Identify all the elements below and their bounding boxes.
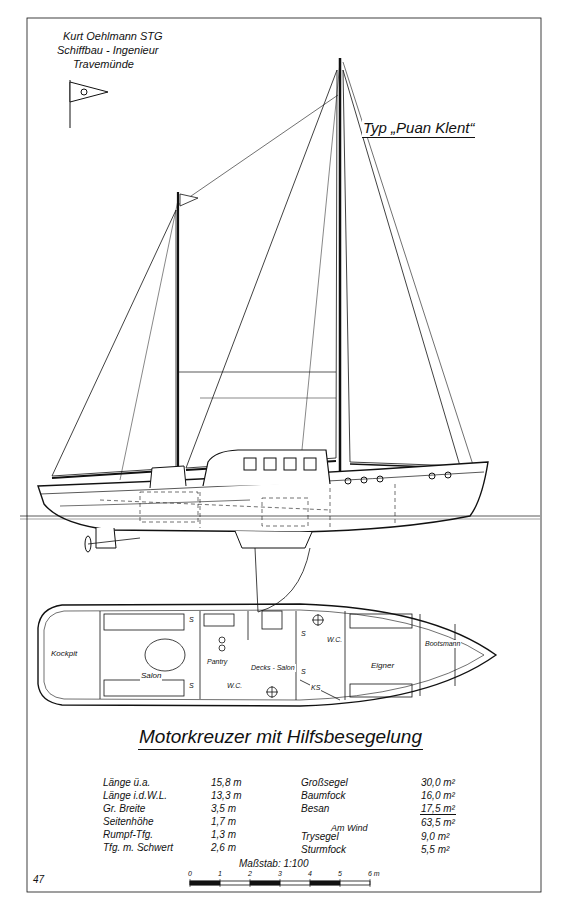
room-name: KS <box>310 684 321 692</box>
page-number: 47 <box>32 874 45 885</box>
room-name: Pantry <box>206 658 228 666</box>
designer-title: Schiffbau - Ingenieur <box>56 44 160 56</box>
spec-value: 15,8 m <box>210 777 243 788</box>
sail-name: Trysegel <box>300 831 340 842</box>
spec-value: 3,5 m <box>210 803 237 814</box>
room-name: W.C. <box>226 682 243 690</box>
spec-name: Länge i.d.W.L. <box>102 790 168 801</box>
spec-name: Seitenhöhe <box>102 816 155 827</box>
scale-number: 3 <box>277 870 283 878</box>
scale-number: 2 <box>247 870 253 878</box>
room-name: Bootsmann <box>424 640 461 648</box>
sail-area: 16,0 m² <box>420 790 456 801</box>
room-name: W.C. <box>326 636 343 644</box>
sail-name: Sturmfock <box>300 844 347 855</box>
sail-area: 17,5 m² <box>420 803 456 815</box>
spec-name: Länge ü.a. <box>102 777 151 788</box>
sail-area: 30,0 m² <box>420 777 456 788</box>
spec-name: Rumpf-Tfg. <box>102 829 154 840</box>
type-name: Typ „Puan Klent“ <box>362 120 475 138</box>
drawing-title: Motorkreuzer mit Hilfsbesegelung <box>138 727 423 750</box>
scale-number: 6 m <box>367 870 381 878</box>
spec-value: 13,3 m <box>210 790 243 801</box>
berth-mark: S <box>300 668 307 676</box>
room-name: Salon <box>140 672 162 681</box>
spec-name: Gr. Breite <box>102 803 146 814</box>
scale-number: 4 <box>307 870 313 878</box>
designer-place: Travemünde <box>72 58 135 70</box>
sail-name: Baumfock <box>300 790 346 801</box>
scale-title: Maßstab: 1:100 <box>238 858 309 869</box>
scale-number: 5 <box>337 870 343 878</box>
sail-name: Großsegel <box>300 777 349 788</box>
spec-value: 1,3 m <box>210 829 237 840</box>
berth-mark: S <box>188 616 195 624</box>
scale-number: 1 <box>217 870 223 878</box>
berth-mark: S <box>300 630 307 638</box>
sail-area: 9,0 m² <box>420 831 450 842</box>
sail-name: Besan <box>300 803 330 814</box>
spec-value: 1,7 m <box>210 816 237 827</box>
berth-mark: S <box>188 682 195 690</box>
designer-name: Kurt Oehlmann STG <box>62 30 164 42</box>
sail-area: 63,5 m² <box>420 817 456 828</box>
room-name: Kockpit <box>50 650 78 659</box>
room-name: Decks - Salon <box>250 664 296 672</box>
spec-value: 2,6 m <box>210 842 237 853</box>
spec-name: Tfg. m. Schwert <box>102 842 174 853</box>
sail-area: 5,5 m² <box>420 844 450 855</box>
scale-number: 0 <box>187 870 193 878</box>
room-name: Eigner <box>370 662 395 671</box>
